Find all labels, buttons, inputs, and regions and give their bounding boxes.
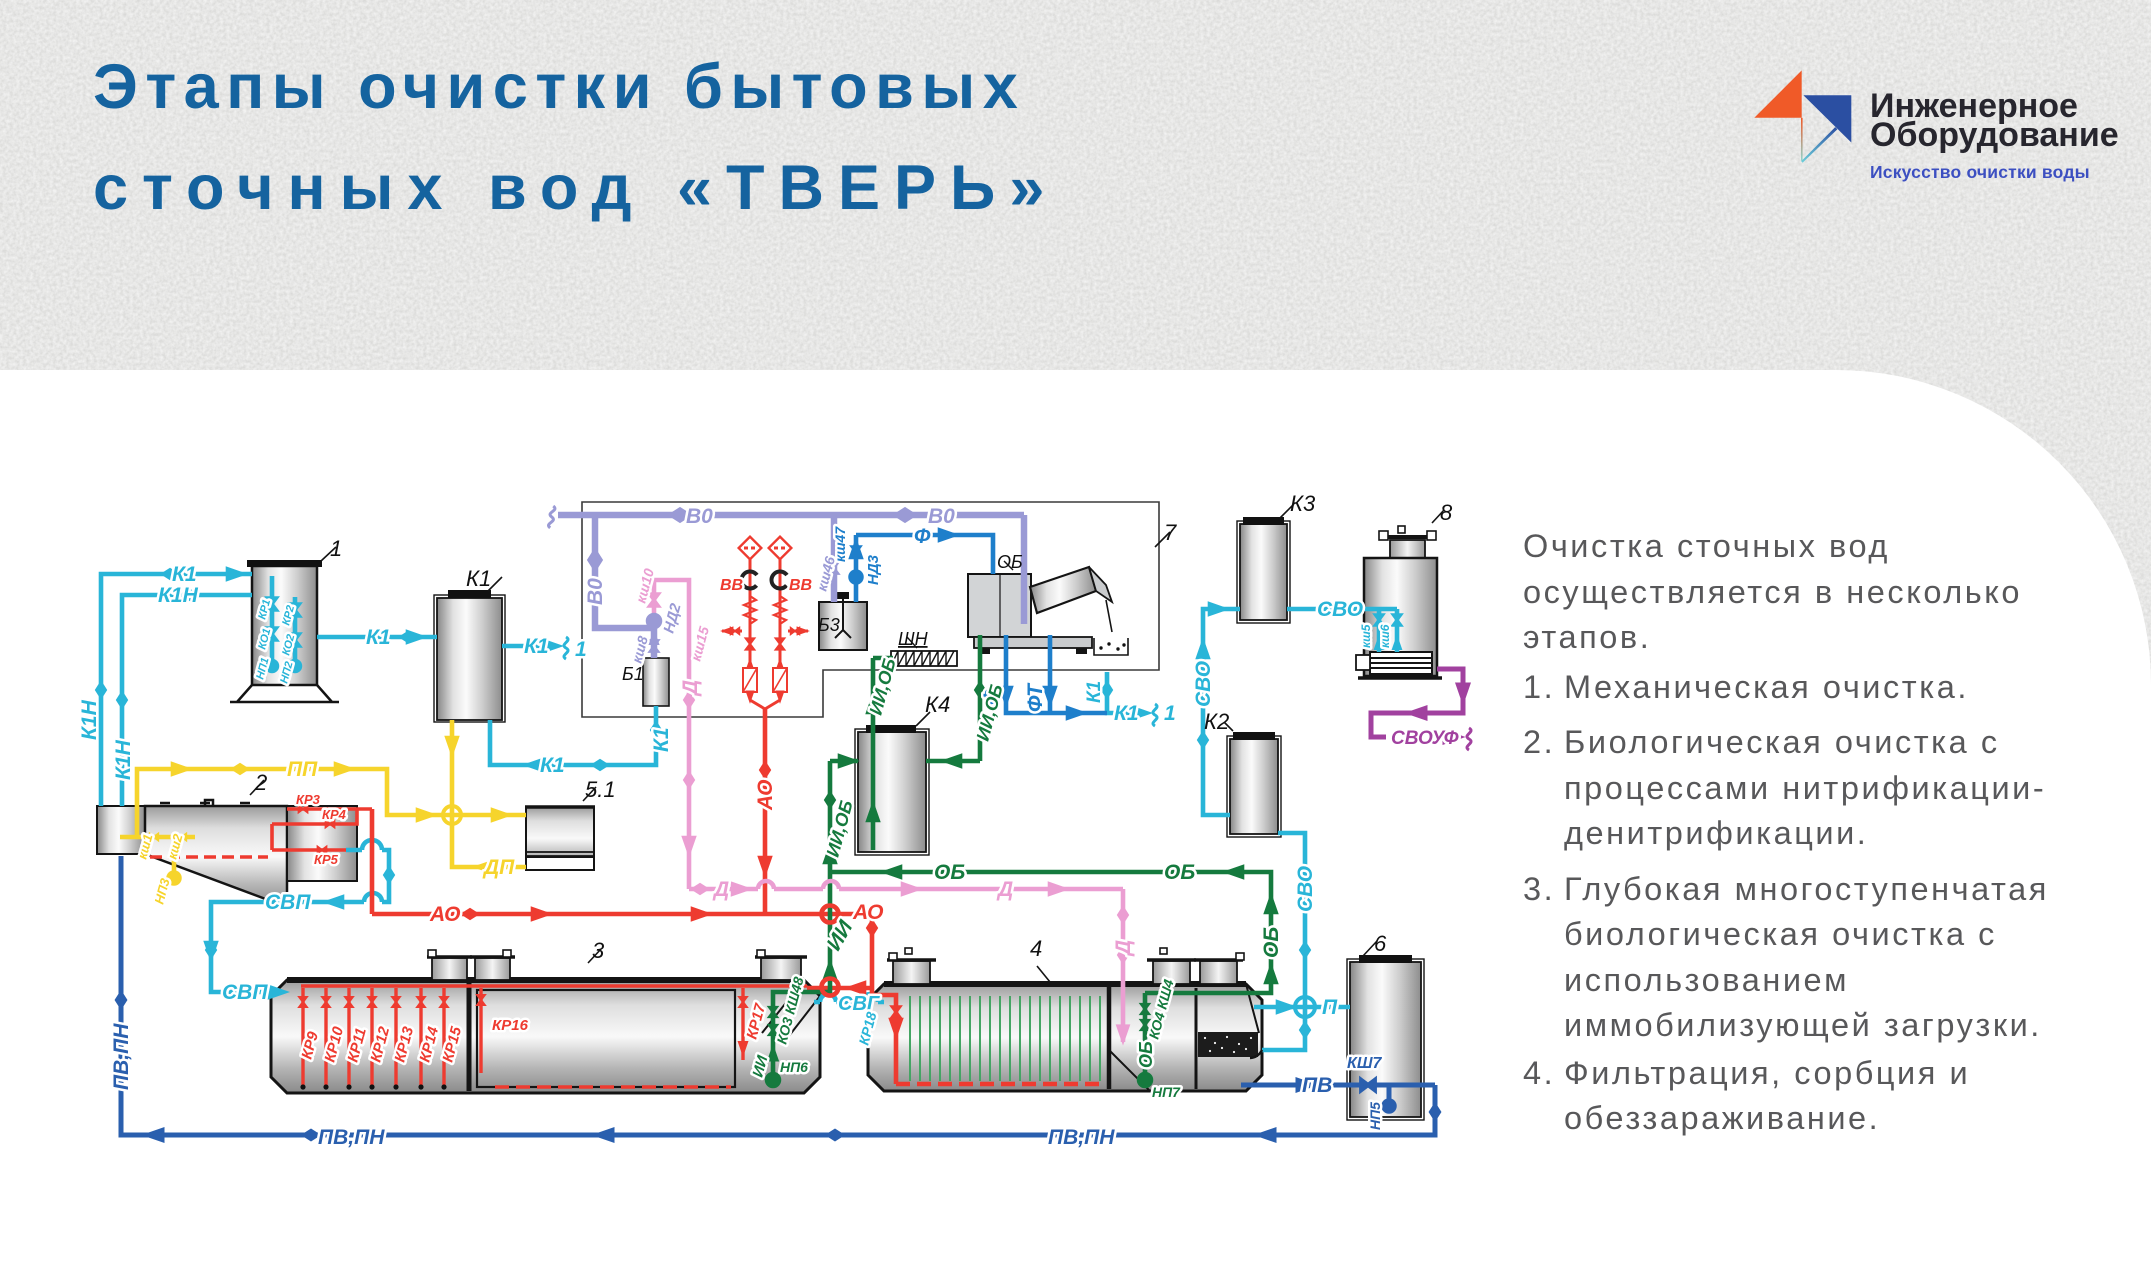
svg-text:К1: К1 [366, 626, 391, 649]
svg-text:К1Н: К1Н [158, 584, 199, 607]
svg-text:ОБ: ОБ [934, 861, 965, 884]
svg-text:ИИ,ОБ: ИИ,ОБ [866, 656, 900, 717]
svg-text:В0: В0 [928, 505, 955, 528]
svg-text:К1: К1 [172, 563, 197, 586]
svg-text:СВО: СВО [1192, 661, 1215, 707]
svg-text:К1: К1 [650, 727, 673, 752]
svg-text:ОБ: ОБ [1260, 927, 1283, 958]
svg-text:Искусство очистки воды: Искусство очистки воды [1870, 162, 2090, 182]
svg-text:ПВ,ПН: ПВ,ПН [110, 1023, 133, 1090]
svg-text:ОБ: ОБ [997, 552, 1023, 572]
svg-text:К1: К1 [1114, 702, 1139, 725]
svg-text:НП7: НП7 [1152, 1084, 1181, 1100]
svg-text:1: 1 [330, 536, 342, 561]
svg-text:ПП: ПП [287, 758, 318, 781]
svg-text:К1: К1 [524, 635, 549, 658]
svg-text:НД2: НД2 [660, 601, 684, 635]
svg-text:К2: К2 [1204, 709, 1229, 734]
svg-text:КР4: КР4 [322, 807, 347, 822]
svg-text:6: 6 [1374, 931, 1387, 956]
svg-text:СВГ: СВГ [838, 993, 881, 1015]
svg-text:К1Н: К1Н [78, 699, 101, 740]
svg-text:КШ7: КШ7 [1347, 1055, 1383, 1072]
svg-text:ОБ: ОБ [1136, 1041, 1156, 1068]
svg-text:ШН: ШН [898, 629, 929, 649]
svg-text:Оборудование: Оборудование [1870, 116, 2119, 154]
svg-text:НП6: НП6 [780, 1059, 808, 1075]
svg-text:СВП: СВП [265, 891, 311, 914]
svg-text:ДП: ДП [482, 856, 515, 879]
svg-text:К1: К1 [1084, 681, 1105, 703]
svg-text:кш6: кш6 [1378, 624, 1392, 648]
svg-text:АО: АО [429, 903, 460, 926]
svg-text:В0: В0 [584, 578, 607, 605]
svg-text:К1: К1 [466, 566, 491, 591]
svg-text:П: П [1322, 996, 1338, 1019]
svg-text:НД3: НД3 [865, 554, 882, 585]
svg-text:Д: Д [679, 680, 702, 697]
svg-text:1: 1 [575, 638, 587, 661]
svg-text:8: 8 [1440, 500, 1453, 525]
svg-text:7: 7 [1164, 520, 1177, 545]
svg-text:Б3: Б3 [818, 615, 840, 635]
svg-text:К1Н: К1Н [112, 739, 135, 780]
svg-text:1: 1 [1164, 702, 1176, 725]
svg-text:Д: Д [1112, 940, 1135, 957]
svg-text:КР3: КР3 [296, 792, 321, 807]
svg-text:Д: Д [996, 878, 1013, 901]
svg-text:3: 3 [592, 938, 605, 963]
svg-text:5.1: 5.1 [585, 777, 616, 802]
svg-text:АО: АО [852, 901, 883, 924]
svg-text:В0: В0 [686, 505, 713, 528]
svg-text:ВВ: ВВ [789, 577, 812, 594]
svg-text:СВО: СВО [1294, 866, 1317, 912]
svg-text:НП5: НП5 [1367, 1102, 1383, 1130]
svg-text:Ф: Ф [980, 688, 1003, 705]
svg-text:КР5: КР5 [314, 852, 339, 867]
svg-text:Д: Д [712, 878, 729, 901]
svg-text:ПВ,ПН: ПВ,ПН [318, 1126, 385, 1149]
svg-text:ПВ,ПН: ПВ,ПН [1048, 1126, 1115, 1149]
svg-text:Инженерное: Инженерное [1870, 87, 2078, 125]
svg-text:СВО: СВО [1317, 598, 1363, 621]
svg-text:К4: К4 [925, 692, 950, 717]
svg-text:ПВ: ПВ [1302, 1074, 1332, 1097]
svg-text:Ф: Ф [914, 525, 931, 548]
svg-text:кш5: кш5 [1359, 624, 1373, 648]
svg-text:К3: К3 [1290, 491, 1316, 516]
svg-text:ВВ: ВВ [720, 577, 743, 594]
svg-text:кш47: кш47 [832, 526, 848, 562]
svg-text:НП3: НП3 [151, 876, 172, 906]
svg-text:ФТ: ФТ [1024, 682, 1047, 712]
svg-text:СВОУФ: СВОУФ [1391, 728, 1459, 749]
svg-text:2: 2 [254, 770, 267, 795]
svg-text:АО: АО [754, 780, 777, 811]
svg-text:Б1: Б1 [622, 664, 644, 684]
svg-text:ОБ: ОБ [1164, 861, 1195, 884]
svg-text:К1: К1 [540, 754, 565, 777]
svg-text:СВП: СВП [222, 981, 268, 1004]
svg-text:ИИ,ОБ: ИИ,ОБ [823, 798, 857, 859]
svg-text:4: 4 [1030, 936, 1042, 961]
svg-text:КР16: КР16 [492, 1017, 529, 1034]
